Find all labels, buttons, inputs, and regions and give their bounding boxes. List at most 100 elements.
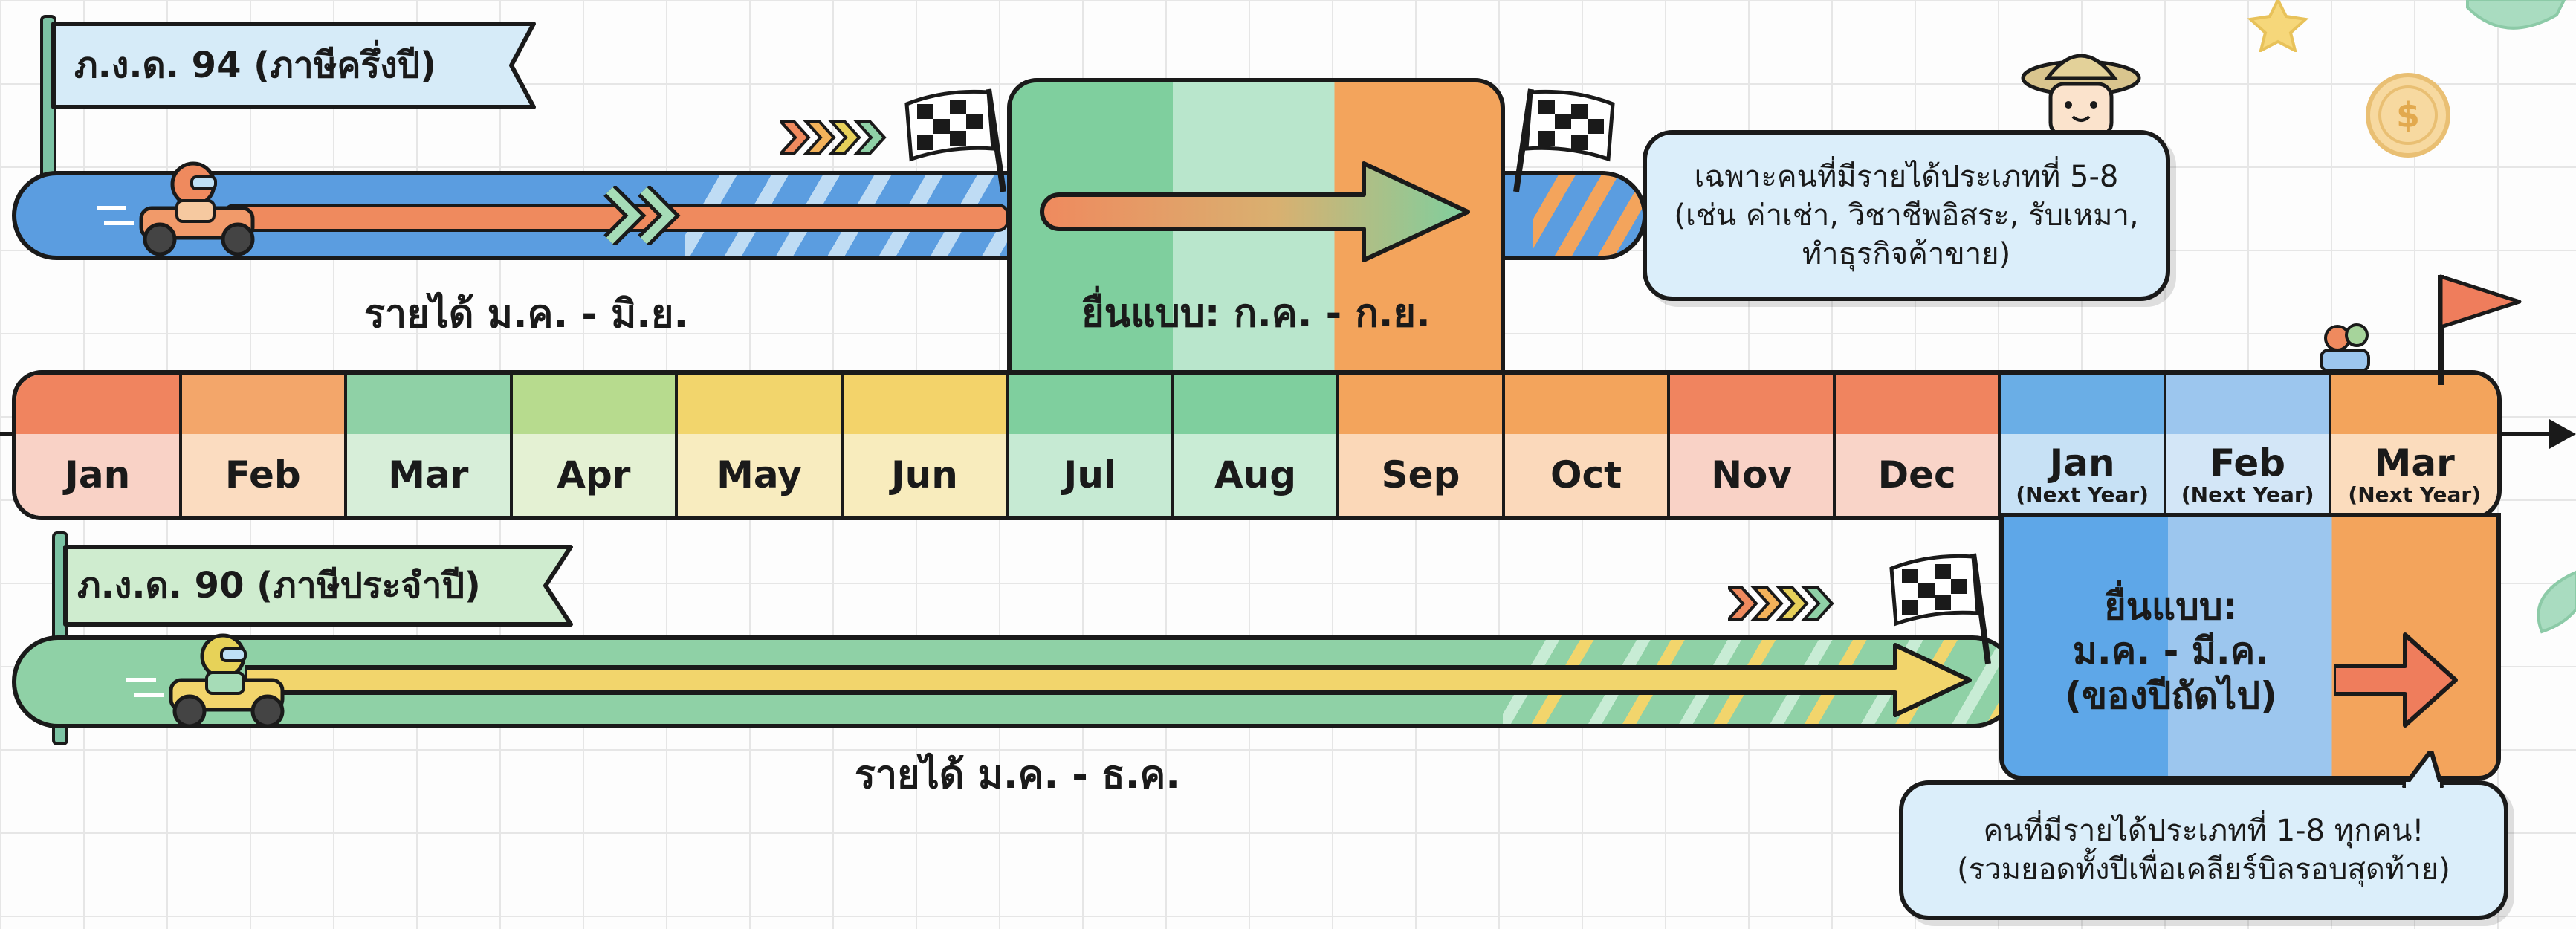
month-cell: May	[678, 375, 844, 516]
pnd90-note-line2: (รวมยอดทั้งปีเพื่อเคลียร์บิลรอบสุดท้าย)	[1957, 852, 2450, 887]
star-icon	[2247, 0, 2309, 52]
month-cap	[843, 375, 1006, 434]
go-kart-racer-icon	[126, 633, 285, 728]
month-label-block: Mar(Next Year)	[2331, 434, 2497, 516]
month-cap	[1009, 375, 1171, 434]
month-cap	[1835, 375, 1999, 434]
racer-mascot-icon	[2320, 323, 2370, 372]
month-label-block: Mar	[347, 434, 510, 516]
speed-chevrons-icon	[780, 120, 887, 155]
month-sub: (Next Year)	[2181, 482, 2314, 507]
pnd94-filing-period: ยื่นแบบ: ก.ค. - ก.ย.	[1081, 291, 1431, 336]
month-cap	[16, 375, 179, 434]
leaf-icon	[2537, 570, 2576, 634]
pnd90-note-line1: คนที่มีรายได้ประเภทที่ 1-8 ทุกคน!	[1983, 814, 2424, 848]
month-label-block: Jun	[844, 434, 1006, 516]
explorer-mascot-icon	[2021, 54, 2141, 137]
month-label-block: Oct	[1505, 434, 1668, 516]
pnd94-note-callout: เฉพาะคนที่มีรายได้ประเภทที่ 5-8 (เช่น ค่…	[1643, 130, 2170, 301]
month-cap	[1174, 375, 1337, 434]
month-name: May	[716, 453, 802, 496]
month-cap	[2001, 375, 2164, 434]
month-cap	[1670, 375, 1833, 434]
chevron-right-icon	[603, 186, 681, 245]
pnd90-filing-line2: ม.ค. - มี.ค.	[2072, 629, 2270, 673]
month-cell: Feb	[181, 375, 348, 516]
pnd90-label: ภ.ง.ด. 90 (ภาษีประจำปี)	[77, 565, 481, 606]
pnd94-label: ภ.ง.ด. 94 (ภาษีครึ่งปี)	[74, 45, 437, 86]
month-cell: Oct	[1504, 375, 1671, 516]
month-label-block: Jul	[1009, 434, 1171, 516]
month-cap	[678, 375, 841, 434]
pnd94-note-line1: เฉพาะคนที่มีรายได้ประเภทที่ 5-8	[1694, 160, 2119, 194]
month-name: Nov	[1711, 453, 1792, 496]
month-name: Dec	[1877, 453, 1956, 496]
month-name: Feb	[2210, 441, 2286, 485]
month-name: Jul	[1063, 453, 1117, 496]
pnd90-filing-text: ยื่นแบบ: ม.ค. - มี.ค. (ของปีถัดไป)	[2004, 584, 2338, 718]
month-cap	[347, 375, 510, 434]
pnd94-note-line2: (เช่น ค่าเช่า, วิชาชีพอิสระ, รับเหมา,	[1674, 198, 2139, 233]
month-cap	[1504, 375, 1668, 434]
month-label-block: Nov	[1670, 434, 1833, 516]
month-cap	[2166, 375, 2329, 434]
month-cell: Jan(Next Year)	[2001, 375, 2166, 516]
month-cell: Mar	[347, 375, 513, 516]
month-label-block: Jan(Next Year)	[2001, 434, 2164, 516]
checkered-flag-icon	[1889, 553, 1991, 664]
pnd90-note-callout: คนที่มีรายได้ประเภทที่ 1-8 ทุกคน! (รวมยอ…	[1899, 780, 2508, 920]
go-kart-racer-icon	[97, 161, 255, 256]
pnd94-filing-window: ยื่นแบบ: ก.ค. - ก.ย.	[1007, 78, 1505, 390]
month-cell: Sep	[1339, 375, 1505, 516]
month-label-block: Aug	[1174, 434, 1337, 516]
month-name: Apr	[557, 453, 631, 496]
month-name: Jun	[891, 453, 958, 496]
pnd90-label-flag-shape	[63, 545, 573, 627]
month-cap	[181, 375, 345, 434]
pnd90-filing-line3: (ของปีถัดไป)	[2065, 674, 2277, 717]
month-cell: Mar(Next Year)	[2331, 375, 2497, 516]
month-cell: Jun	[843, 375, 1009, 516]
month-name: Jan	[65, 453, 131, 496]
month-label-block: Feb	[182, 434, 345, 516]
callout-pointer-icon	[2402, 751, 2444, 788]
speed-chevrons-icon	[1728, 586, 1834, 621]
arrow-right-icon	[2334, 632, 2458, 728]
month-label-block: Dec	[1836, 434, 1999, 516]
pnd94-note-line3: ทำธุรกิจค้าขาย)	[1802, 237, 2011, 271]
month-label-block: May	[678, 434, 841, 516]
month-name: Aug	[1214, 453, 1297, 496]
month-cell: Apr	[512, 375, 679, 516]
month-cap	[2331, 375, 2497, 434]
pnd90-filing-line1: ยื่นแบบ:	[2104, 585, 2238, 628]
month-cell: Dec	[1835, 375, 2001, 516]
month-cell: Aug	[1174, 375, 1340, 516]
pnd90-income-period: รายได้ ม.ค. - ธ.ค.	[855, 753, 1181, 797]
month-cell: Nov	[1670, 375, 1836, 516]
red-pennant-flag-icon	[2438, 274, 2522, 385]
svg-text:$: $	[2396, 95, 2420, 135]
checkered-flag-icon	[1513, 88, 1615, 192]
month-label-block: Sep	[1339, 434, 1502, 516]
checkered-flag-icon	[904, 88, 1006, 192]
leaf-icon	[2466, 0, 2566, 30]
month-name: Feb	[224, 453, 301, 496]
month-name: Jan	[2049, 441, 2115, 485]
arrow-right-icon	[1040, 161, 1470, 262]
pnd94-label-flag-shape	[51, 22, 536, 109]
month-label-block: Feb(Next Year)	[2166, 434, 2329, 516]
month-name: Oct	[1550, 453, 1622, 496]
month-cell: Jul	[1009, 375, 1174, 516]
month-sub: (Next Year)	[2348, 482, 2482, 507]
month-name: Sep	[1381, 453, 1460, 496]
month-label-block: Jan	[16, 434, 179, 516]
month-cap	[512, 375, 676, 434]
month-name: Mar	[388, 453, 469, 496]
pnd94-income-period: รายได้ ม.ค. - มิ.ย.	[364, 292, 689, 337]
month-name: Mar	[2374, 441, 2455, 485]
month-cell: Jan	[16, 375, 182, 516]
month-sub: (Next Year)	[2016, 482, 2149, 507]
month-cap	[1339, 375, 1502, 434]
coin-icon: $	[2366, 73, 2450, 158]
